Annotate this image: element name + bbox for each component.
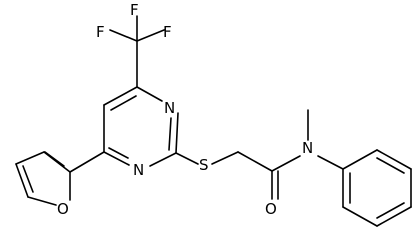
bond-c2-n3 [149, 152, 177, 167]
bond-s-ch2 [211, 151, 239, 165]
bond-c2-s [175, 152, 199, 165]
bond-furan-c2-c3-inner [44, 151, 65, 167]
atom-label-sulfur: S [199, 156, 209, 174]
bond-c-f2 [136, 29, 165, 42]
atom-label-f2: F [130, 1, 139, 19]
bond-ph-5-6 [342, 206, 378, 227]
bond-furan-c4-c5 [15, 163, 29, 198]
bond-co-n [271, 155, 301, 172]
bond-c4-furan [69, 151, 105, 173]
bond-n3-c4-inner [108, 147, 129, 159]
bond-furan-c3-c4 [15, 151, 45, 165]
atom-label-n-ring-upper: N [164, 99, 175, 117]
bond-ch2-co [237, 151, 273, 172]
bond-ph-4-5-inner [376, 202, 405, 219]
bond-furan-c4-c5-inner [22, 165, 34, 193]
bond-c5-c6 [103, 86, 138, 106]
structure-canvas: F F F N N S O N O [15, 1, 412, 227]
bond-ph-1-2 [342, 149, 378, 170]
bond-n1-c2-inner [168, 117, 172, 151]
bond-ph-2-3 [376, 149, 412, 170]
atom-label-f1: F [96, 23, 105, 41]
bond-c-f1 [109, 29, 138, 42]
bond-n1-c2 [175, 112, 179, 154]
atom-label-n-ring-lower: N [133, 161, 144, 179]
molecule-drawing: F F F N N S O N O [15, 1, 412, 227]
atom-label-f3: F [163, 23, 172, 41]
bond-n3-c4 [103, 151, 130, 166]
bond-ph-4-5 [376, 206, 412, 227]
atom-label-nitrogen-amide: N [302, 139, 313, 157]
bond-n-phenyl [317, 155, 344, 170]
bond-ph-2-3-inner [376, 157, 405, 174]
bond-furan-c5-o [27, 196, 57, 206]
bond-c5-c6-inner [110, 95, 137, 111]
bond-c6-n1 [136, 86, 163, 102]
atom-label-oxygen-carbonyl: O [265, 200, 277, 218]
atom-label-oxygen-furan: O [57, 200, 69, 218]
